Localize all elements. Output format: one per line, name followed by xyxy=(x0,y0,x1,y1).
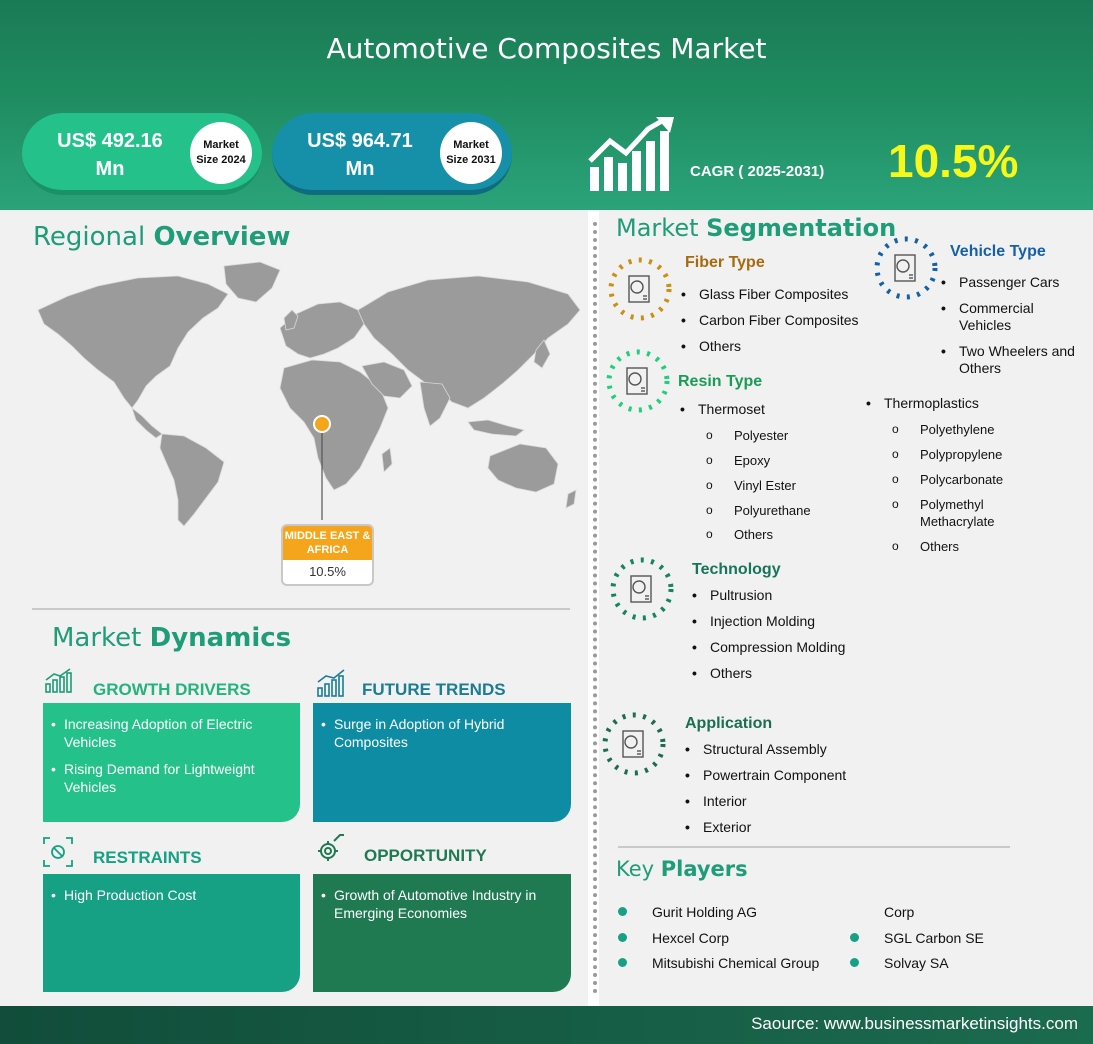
region-value: 10.5% xyxy=(309,564,346,579)
resin-type-title: Resin Type xyxy=(678,373,763,390)
application-list: Structural Assembly Powertrain Component… xyxy=(685,741,865,836)
market-size-2031-pill: US$ 964.71 Mn Market Size 2031 xyxy=(272,113,512,195)
list-item: Others xyxy=(892,538,1036,555)
list-item: Commercial Vehicles xyxy=(941,300,1076,334)
list-item: Polyethylene xyxy=(892,421,1036,438)
resin-type-icon xyxy=(606,349,670,413)
growth-drivers-card: Increasing Adoption of Electric Vehicles… xyxy=(43,703,300,822)
thermoset-label: Thermoset xyxy=(680,401,850,418)
list-item: Structural Assembly xyxy=(685,741,865,758)
restraint-icon xyxy=(43,837,73,867)
vehicle-type-list: Passenger Cars Commercial Vehicles Two W… xyxy=(941,274,1076,377)
region-name: MIDDLE EAST & AFRICA xyxy=(283,526,372,560)
source-text: Saource: www.businessmarketinsights.com xyxy=(751,1014,1078,1033)
thermoset-list: Thermoset Polyester Epoxy Vinyl Ester Po… xyxy=(680,401,850,543)
growth-chart-icon xyxy=(588,117,674,191)
market-size-2031-value: US$ 964.71 Mn xyxy=(307,130,413,180)
cagr-value: 10.5% xyxy=(888,135,1019,187)
application-icon xyxy=(602,712,666,776)
market-size-2024-value: US$ 492.16 Mn xyxy=(57,130,163,180)
fiber-type-icon xyxy=(608,257,672,321)
list-item: Exterior xyxy=(685,819,865,836)
world-map xyxy=(37,261,581,527)
technology-title: Technology xyxy=(692,561,781,578)
list-item: Compression Molding xyxy=(692,639,872,656)
segmentation-divider xyxy=(618,846,1010,848)
future-trends-title: FUTURE TRENDS xyxy=(362,680,506,699)
cagr-label: CAGR ( 2025-2031) xyxy=(690,163,825,180)
list-item: Powertrain Component xyxy=(685,767,865,784)
list-item: Polypropylene xyxy=(892,446,1036,463)
market-dynamics-heading: Market Dynamics xyxy=(52,623,292,653)
technology-list: Pultrusion Injection Molding Compression… xyxy=(692,587,872,682)
future-trends-card: Surge in Adoption of Hybrid Composites xyxy=(313,703,571,822)
list-item: Others xyxy=(706,526,850,543)
list-item: Polyurethane xyxy=(706,502,850,519)
list-item: Polyester xyxy=(706,427,850,444)
list-item: High Production Cost xyxy=(51,886,290,904)
list-item: Carbon Fiber Composites xyxy=(681,312,881,329)
fiber-type-title: Fiber Type xyxy=(685,254,765,271)
section-divider xyxy=(32,608,570,610)
list-item: Polymethyl Methacrylate xyxy=(892,496,1002,530)
fiber-type-list: Glass Fiber Composites Carbon Fiber Comp… xyxy=(681,286,881,355)
key-players-heading: Key Players xyxy=(616,857,748,881)
page-title: Automotive Composites Market xyxy=(326,32,767,65)
technology-icon xyxy=(610,557,674,621)
list-item: Surge in Adoption of Hybrid Composites xyxy=(321,715,561,751)
thermoplastics-label: Thermoplastics xyxy=(866,395,1036,412)
list-item: Vinyl Ester xyxy=(706,477,850,494)
list-item: Epoxy xyxy=(706,452,850,469)
bar-chart-icon xyxy=(45,668,72,693)
list-item: Others xyxy=(692,665,872,682)
restraints-card: High Production Cost xyxy=(43,874,300,992)
vehicle-type-title: Vehicle Type xyxy=(950,243,1046,260)
opportunity-gear-icon xyxy=(318,834,344,861)
list-item: Rising Demand for Lightweight Vehicles xyxy=(51,760,290,796)
market-size-2031-label: Market Size 2031 xyxy=(440,122,502,184)
trend-chart-icon xyxy=(317,669,345,697)
opportunity-title: OPPORTUNITY xyxy=(364,846,487,865)
list-item: Growth of Automotive Industry in Emergin… xyxy=(321,886,561,922)
list-item: Others xyxy=(681,338,881,355)
thermoplastics-list: Thermoplastics Polyethylene Polypropylen… xyxy=(866,395,1036,555)
market-size-2024-label: Market Size 2024 xyxy=(190,122,252,184)
header-banner: Automotive Composites Market US$ 492.16 … xyxy=(0,0,1093,210)
growth-drivers-title: GROWTH DRIVERS xyxy=(93,680,251,699)
list-item: Glass Fiber Composites xyxy=(681,286,881,303)
regional-overview-heading: Regional Overview xyxy=(33,222,291,252)
application-title: Application xyxy=(685,715,773,732)
list-item: Pultrusion xyxy=(692,587,872,604)
list-item: Interior xyxy=(685,793,865,810)
opportunity-card: Growth of Automotive Industry in Emergin… xyxy=(313,874,571,992)
market-segmentation-heading: Market Segmentation xyxy=(616,214,897,242)
restraints-title: RESTRAINTS xyxy=(93,848,202,867)
list-item: Injection Molding xyxy=(692,613,872,630)
footer-bar: Saource: www.businessmarketinsights.com xyxy=(0,1006,1093,1044)
region-callout-mea: MIDDLE EAST & AFRICA 10.5% xyxy=(281,524,374,586)
list-item: Increasing Adoption of Electric Vehicles xyxy=(51,715,290,751)
list-item: Polycarbonate xyxy=(892,471,1036,488)
list-item: Passenger Cars xyxy=(941,274,1076,291)
list-item: Two Wheelers and Others xyxy=(941,343,1076,377)
vertical-divider xyxy=(593,222,597,994)
vehicle-type-icon xyxy=(874,236,938,300)
market-size-2024-pill: US$ 492.16 Mn Market Size 2024 xyxy=(22,113,262,195)
